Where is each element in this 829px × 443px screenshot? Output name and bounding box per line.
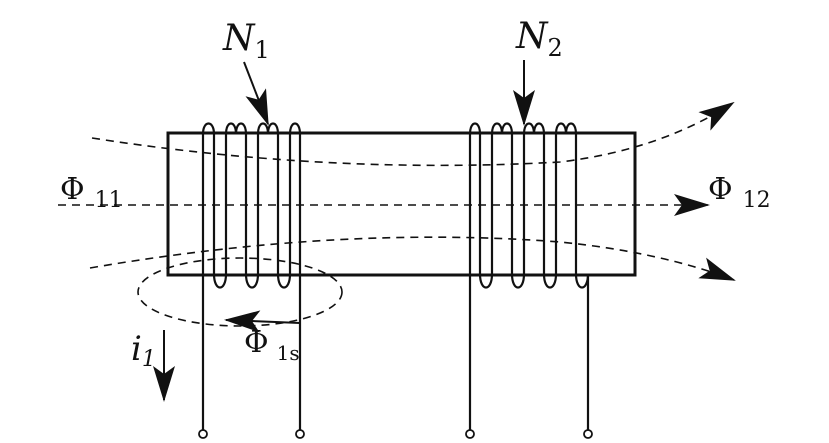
label-n2: N2 — [515, 16, 563, 62]
terminals — [198, 429, 593, 439]
terminal-secondary-2 — [583, 429, 593, 439]
terminal-primary-1 — [198, 429, 208, 439]
secondary-winding — [468, 122, 590, 430]
terminal-primary-2 — [295, 429, 305, 439]
magnetic-core — [166, 131, 637, 277]
label-n1: N1 — [222, 18, 270, 64]
primary-winding — [201, 122, 302, 430]
flux-line-upper — [91, 101, 735, 167]
terminal-secondary-1 — [465, 429, 475, 439]
flux-lines — [58, 101, 736, 281]
leakage-flux-arrow — [224, 310, 301, 333]
label-current: i1 — [131, 329, 156, 372]
flux-line-lower — [89, 236, 736, 281]
leakage-flux-loop — [137, 257, 343, 327]
n1-pointer-arrow — [243, 61, 269, 126]
